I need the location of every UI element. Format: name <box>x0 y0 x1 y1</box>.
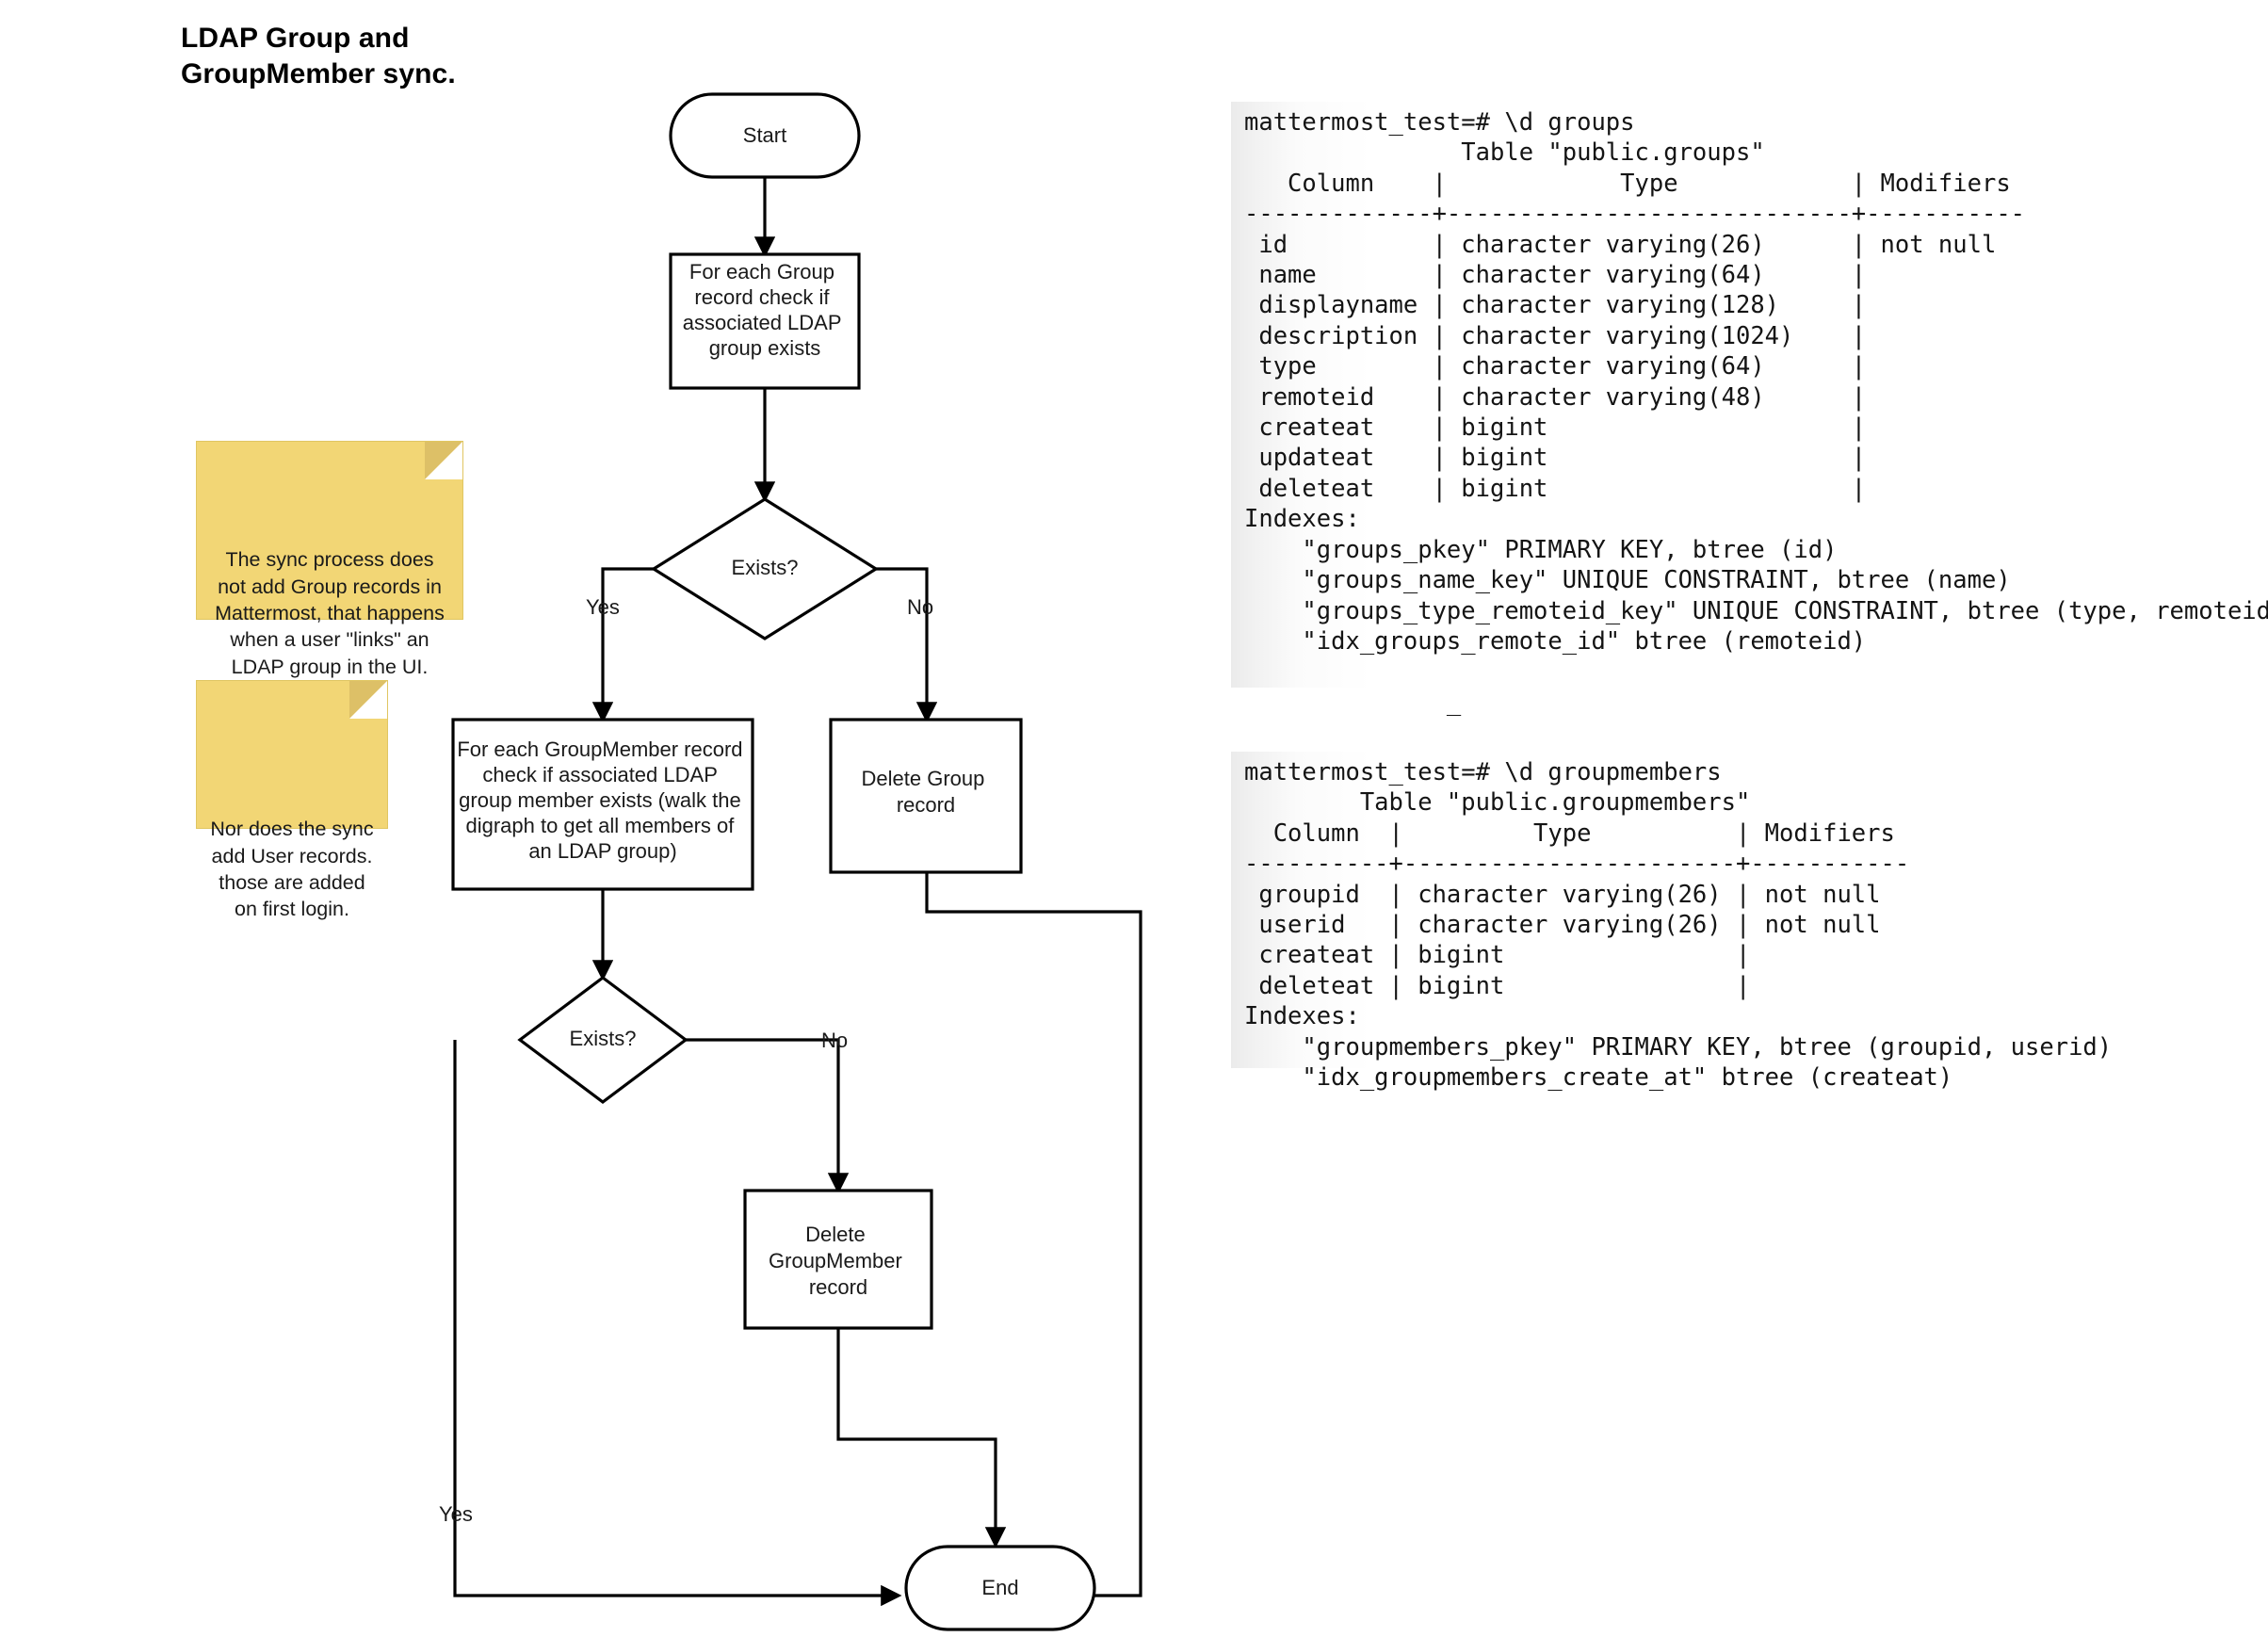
note-sync-no-group-add-text: The sync process does not add Group reco… <box>215 548 445 678</box>
node-check-group[interactable] <box>669 252 861 390</box>
connector-delete-group-to-end <box>925 872 1142 1607</box>
note-sync-no-user-add: Nor does the sync add User records. thos… <box>196 680 388 920</box>
note-fold-cut-icon <box>425 442 462 479</box>
node-start[interactable] <box>669 92 861 179</box>
node-delete-group-label: Delete Group record <box>862 767 991 817</box>
edge-label-member-no: No <box>821 1029 848 1052</box>
connector-delete-member-to-end <box>836 1328 1007 1548</box>
edge-label-group-no: No <box>907 595 933 619</box>
node-exists-groupmember[interactable] <box>517 976 688 1104</box>
note-fold-cut-icon <box>349 681 387 719</box>
node-end-label: End <box>981 1576 1018 1599</box>
node-exists-group-label: Exists? <box>732 556 799 579</box>
node-exists-groupmember-label: Exists? <box>570 1027 637 1050</box>
node-delete-groupmember-label: Delete GroupMember record <box>769 1223 908 1299</box>
connector-exists-group-no <box>876 567 938 723</box>
node-exists-group[interactable] <box>650 497 880 640</box>
node-check-groupmember[interactable] <box>451 718 754 891</box>
node-end[interactable] <box>904 1545 1096 1631</box>
node-check-group-label: For each Group record check if associate… <box>683 260 848 360</box>
connector-exists-group-yes <box>591 567 654 723</box>
psql-output-groups: mattermost_test=# \d groups Table "publi… <box>1231 102 2268 717</box>
connector-exists-member-yes <box>453 1040 902 1607</box>
node-delete-groupmember[interactable] <box>743 1189 933 1330</box>
flowchart: Start For each Group record check if ass… <box>439 92 1142 1631</box>
connector-exists-member-no <box>686 1038 850 1194</box>
note-sync-no-user-add-text: Nor does the sync add User records. thos… <box>210 818 374 921</box>
node-delete-group[interactable] <box>829 718 1023 874</box>
psql-output-groupmembers: mattermost_test=# \d groupmembers Table … <box>1231 752 2229 1092</box>
edge-label-group-yes: Yes <box>586 595 620 619</box>
node-check-groupmember-label: For each GroupMember record check if ass… <box>457 737 748 863</box>
node-start-label: Start <box>743 123 786 147</box>
edge-label-member-yes: Yes <box>439 1502 473 1526</box>
page-title: LDAP Group and GroupMember sync. <box>181 23 456 90</box>
note-sync-no-group-add: The sync process does not add Group reco… <box>196 441 463 678</box>
